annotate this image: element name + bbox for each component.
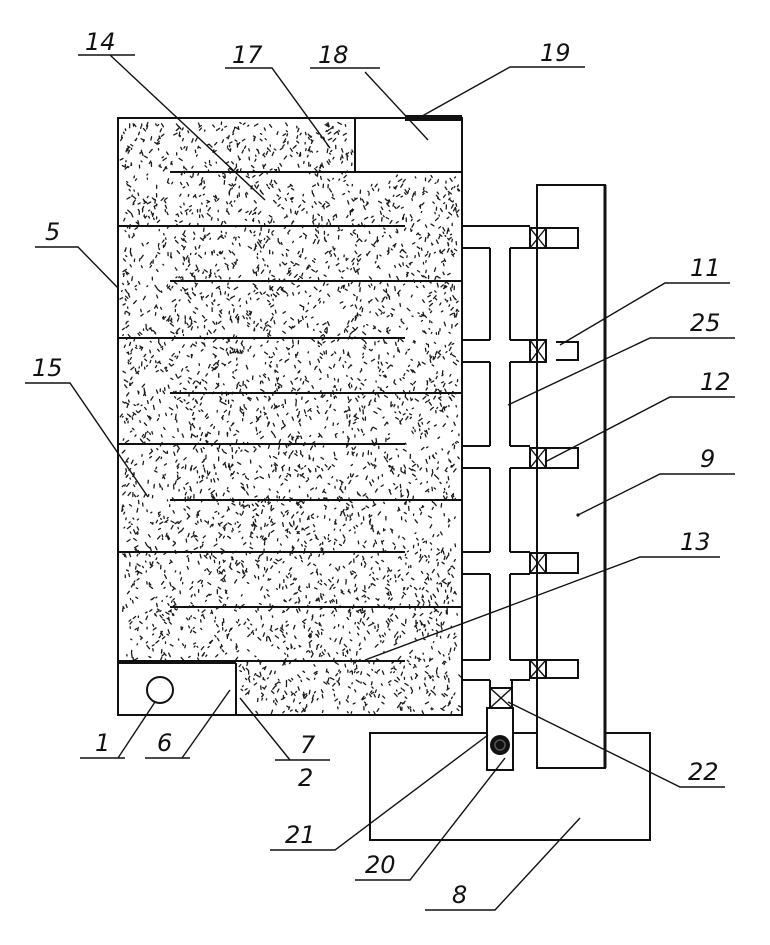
valve-22 (489, 687, 513, 709)
outlet-stub (546, 659, 579, 679)
leader-lines (25, 54, 735, 911)
label-20: 20 (365, 851, 396, 879)
leader-line-7 (239, 697, 291, 761)
label-15: 15 (32, 354, 63, 382)
leader-line-6 (181, 689, 231, 759)
label-11: 11 (690, 254, 721, 282)
label-22: 22 (688, 758, 719, 786)
pump-impeller-21 (490, 735, 510, 755)
main-tank (117, 115, 463, 716)
cover-strip-19 (405, 115, 462, 121)
pump-body (486, 707, 514, 771)
outlet-stub (546, 447, 579, 469)
leader-line-9 (577, 473, 735, 516)
valve-11 (529, 339, 579, 363)
leader-line-11 (559, 282, 730, 346)
leader-line-14 (109, 54, 266, 201)
label-25: 25 (690, 309, 721, 337)
leader-line-12 (544, 396, 735, 463)
label-18: 18 (318, 41, 349, 69)
label-12: 12 (700, 368, 731, 396)
label-21: 21 (285, 821, 316, 849)
label-8: 8 (452, 881, 467, 909)
stipple-texture (119, 121, 463, 715)
label-14: 14 (85, 28, 116, 56)
leader-line-8 (425, 817, 581, 911)
valve (529, 552, 579, 574)
valve (529, 659, 579, 679)
label-9: 9 (700, 445, 715, 473)
outlet-stub (556, 341, 579, 361)
leader-line-21 (270, 734, 489, 851)
label-5: 5 (45, 218, 60, 246)
outlet-stub (546, 552, 579, 574)
label-6: 6 (157, 729, 172, 757)
storage-tank-9 (536, 184, 607, 769)
valve (529, 227, 579, 249)
tank-outer-wall (117, 117, 463, 716)
leader-line-19 (414, 66, 585, 121)
storage-tank-9-wall (536, 184, 606, 769)
leader-line-22 (507, 701, 725, 788)
valve-group (489, 227, 579, 709)
label-2: 2 (298, 764, 313, 792)
basin-8 (369, 732, 651, 841)
leader-line-20 (355, 757, 506, 881)
leader-line-25 (507, 337, 735, 406)
leader-line-17 (225, 67, 331, 149)
leader-line-15 (25, 382, 149, 498)
label-7: 7 (300, 731, 316, 759)
label-17: 17 (232, 41, 263, 69)
blower-1 (146, 676, 174, 704)
pump-20 (486, 707, 514, 771)
label-19: 19 (540, 39, 571, 67)
leader-line-5 (35, 246, 119, 289)
leader-line-18 (364, 71, 429, 141)
manifold-pipe (462, 225, 530, 688)
valve-12 (529, 447, 579, 469)
label-1: 1 (95, 729, 110, 757)
outlet-stub (546, 227, 579, 249)
leader-line-13 (364, 556, 720, 661)
reference-labels: 14 17 18 19 5 11 25 12 15 9 13 1 6 7 2 2… (32, 28, 731, 909)
leader-line-1 (117, 701, 156, 759)
label-13: 13 (680, 528, 711, 556)
